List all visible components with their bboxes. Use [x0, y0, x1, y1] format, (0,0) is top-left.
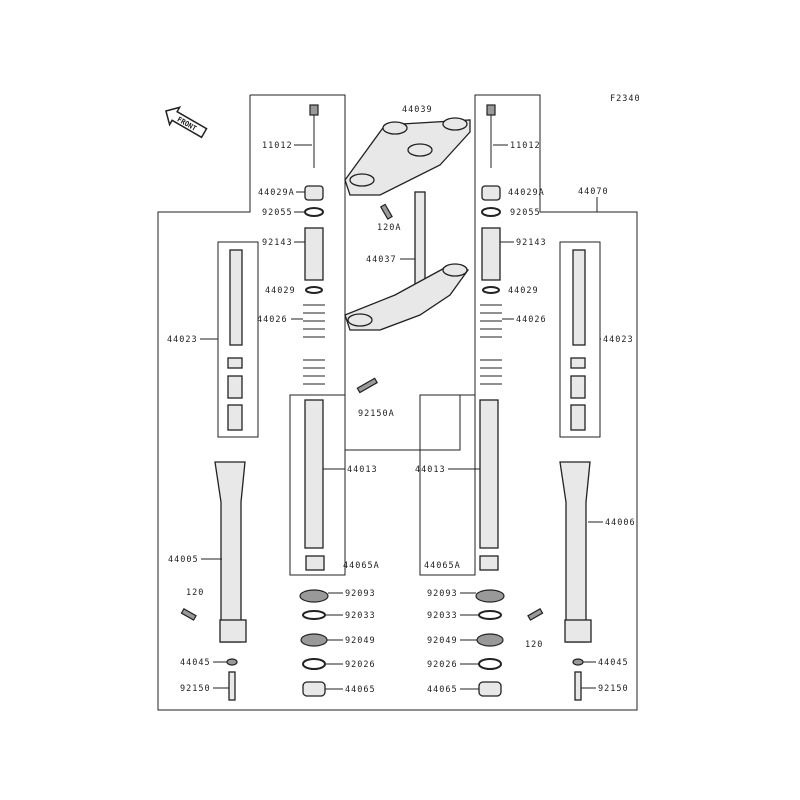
label-92033-left: 92033	[345, 611, 376, 621]
front-arrow-icon: FRONT	[165, 106, 208, 139]
label-92055-left: 92055	[262, 208, 293, 218]
label-11012-left: 11012	[262, 141, 293, 151]
label-44065a-left: 44065A	[343, 561, 380, 571]
label-92026-left: 92026	[345, 660, 376, 670]
label-92026-right: 92026	[427, 660, 458, 670]
label-92150a: 92150A	[358, 409, 395, 419]
label-92055-right: 92055	[510, 208, 541, 218]
outer-tubes	[180, 461, 592, 701]
left-inner-stack	[299, 104, 329, 697]
label-120a: 120A	[377, 223, 401, 233]
label-44006: 44006	[605, 518, 636, 528]
label-11012-right: 11012	[510, 141, 541, 151]
stem-lower-clamp	[344, 191, 470, 331]
label-92143-right: 92143	[516, 238, 547, 248]
label-44013-left: 44013	[347, 465, 378, 475]
label-44005: 44005	[168, 555, 199, 565]
label-44065a-right: 44065A	[424, 561, 461, 571]
label-44023-left: 44023	[167, 335, 198, 345]
cylinders	[227, 249, 586, 431]
label-120-left: 120	[186, 588, 204, 598]
bolt-92150a	[356, 377, 378, 394]
label-44029a-right: 44029A	[508, 188, 545, 198]
assembly-outline	[157, 94, 638, 711]
label-44065-left: 44065	[345, 685, 376, 695]
label-44065-right: 44065	[427, 685, 458, 695]
inner-tube-box-left	[289, 394, 346, 576]
label-44029-right: 44029	[508, 286, 539, 296]
label-92093-right: 92093	[427, 589, 458, 599]
label-44026-right: 44026	[516, 315, 547, 325]
label-44013-right: 44013	[415, 465, 446, 475]
label-44037: 44037	[366, 255, 397, 265]
upper-triple-clamp	[344, 117, 471, 196]
label-44029a-left: 44029A	[258, 188, 295, 198]
right-inner-stack	[475, 104, 505, 697]
label-92093-left: 92093	[345, 589, 376, 599]
part-labels: 44039 11012 11012 44029A 44029A 92055 92…	[167, 105, 636, 695]
label-44029-left: 44029	[265, 286, 296, 296]
label-92049-left: 92049	[345, 636, 376, 646]
inner-tube-box-right	[419, 394, 476, 576]
bolt-120a	[379, 203, 393, 220]
label-44070: 44070	[578, 187, 609, 197]
label-44023-right: 44023	[603, 335, 634, 345]
figure-code: F2340	[610, 94, 641, 104]
label-92033-right: 92033	[427, 611, 458, 621]
label-92150-right: 92150	[598, 684, 629, 694]
label-44039: 44039	[402, 105, 433, 115]
label-92150-left: 92150	[180, 684, 211, 694]
label-92049-right: 92049	[427, 636, 458, 646]
label-44045-right: 44045	[598, 658, 629, 668]
label-92143-left: 92143	[262, 238, 293, 248]
label-120-right: 120	[525, 640, 543, 650]
label-44045-left: 44045	[180, 658, 211, 668]
label-44026-left: 44026	[257, 315, 288, 325]
